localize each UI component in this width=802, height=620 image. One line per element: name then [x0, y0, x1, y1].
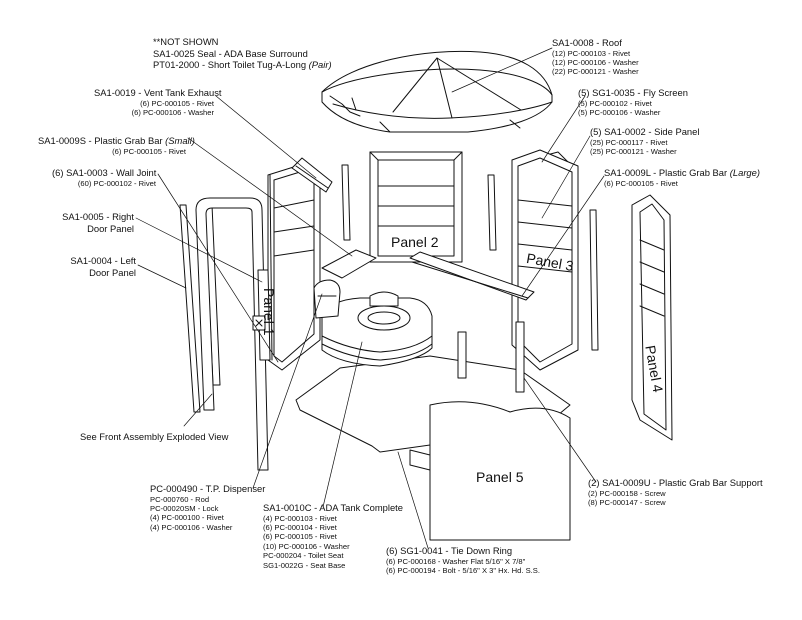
panel-1-label: Panel 1 — [261, 288, 277, 336]
callout-line: (5) PC-000102 - Rivet — [578, 98, 652, 108]
callout-title-2: Door Panel — [89, 266, 136, 278]
not-shown-heading: **NOT SHOWN — [153, 36, 219, 47]
small-grab-bar-drawing — [321, 249, 377, 279]
callout-title: (5) SA1-0002 - Side Panel — [590, 126, 700, 137]
callout-line: (4) PC-000106 - Washer — [150, 522, 233, 532]
roof-drawing — [321, 50, 553, 133]
callout-line: (6) PC-000105 - Rivet — [604, 178, 678, 188]
callout-line: PC-000760 - Rod — [150, 494, 210, 504]
callout-ada-tank: SA1-0010C - ADA Tank Complete (4) PC-000… — [263, 502, 403, 570]
callout-title: (2) SA1-0009U - Plastic Grab Bar Support — [588, 477, 763, 488]
callout-title: (5) SG1-0035 - Fly Screen — [578, 87, 688, 98]
callout-line: (4) PC-000103 - Rivet — [263, 513, 337, 523]
callout-tie-down-ring: (6) SG1-0041 - Tie Down Ring (6) PC-0001… — [386, 545, 540, 575]
callout-line: (25) PC-000117 - Rivet — [590, 137, 668, 147]
panel-4-drawing — [631, 194, 673, 441]
callout-line: (10) PC-000106 - Washer — [263, 541, 350, 551]
callout-line: (8) PC-000147 - Screw — [588, 498, 666, 507]
not-shown-item: SA1-0025 Seal - ADA Base Surround — [153, 47, 308, 59]
callout-roof: SA1-0008 - Roof (12) PC-000103 - Rivet (… — [552, 37, 639, 77]
callout-title: See Front Assembly Exploded View — [80, 431, 229, 442]
panel-2-drawing — [369, 151, 463, 263]
callout-grab-bar-large: SA1-0009L - Plastic Grab Bar (Large) (6)… — [604, 167, 760, 188]
callout-title: PC-000490 - T.P. Dispenser — [150, 483, 266, 494]
callout-title: SA1-0019 - Vent Tank Exhaust — [94, 87, 222, 98]
leader-lines — [135, 47, 605, 549]
panel-2-label: Panel 2 — [391, 234, 439, 250]
callout-line: PC-000204 - Toilet Seat — [263, 551, 344, 561]
callout-line: (6) PC-000105 - Rivet — [140, 98, 214, 108]
callout-line: (12) PC-000106 - Washer — [552, 58, 639, 67]
large-grab-bar-drawing — [409, 251, 535, 301]
callout-line: (6) PC-000104 - Rivet — [263, 523, 337, 532]
callout-line: PC-00020SM - Lock — [150, 504, 219, 513]
callout-line: (6) PC-000168 - Washer Flat 5/16" X 7/8" — [386, 556, 526, 566]
callout-title: SA1-0005 - Right — [62, 211, 134, 222]
door-frame-drawing — [195, 197, 271, 471]
callout-grab-bar-support: (2) SA1-0009U - Plastic Grab Bar Support… — [588, 477, 763, 507]
panel-5-drawing — [409, 401, 571, 541]
callout-title: SA1-0009S - Plastic Grab Bar (Small) — [38, 135, 195, 146]
callout-line: (4) PC-000100 - Rivet — [150, 513, 224, 523]
not-shown-item: PT01-2000 - Short Toilet Tug-A-Long (Pai… — [153, 59, 332, 71]
callout-fly-screen: (5) SG1-0035 - Fly Screen (5) PC-000102 … — [578, 87, 688, 117]
panel-1-drawing — [267, 164, 321, 371]
callout-side-panel: (5) SA1-0002 - Side Panel (25) PC-000117… — [590, 126, 699, 156]
callout-grab-bar-small: SA1-0009S - Plastic Grab Bar (Small) (6)… — [38, 135, 195, 156]
wall-joint-drawings — [179, 164, 599, 413]
callout-line: (12) PC-000103 - Rivet — [552, 48, 631, 58]
panel-5-label: Panel 5 — [476, 469, 524, 485]
callout-line: (6) PC-000194 - Bolt - 5/16" X 3" Hx. Hd… — [386, 566, 540, 575]
callout-line: (2) PC-000158 - Screw — [588, 488, 666, 498]
callout-title: SA1-0009L - Plastic Grab Bar (Large) — [604, 167, 760, 178]
panel-3-drawing — [511, 149, 579, 371]
callout-vent-exhaust: SA1-0019 - Vent Tank Exhaust (6) PC-0001… — [94, 87, 222, 117]
callout-tp-dispenser: PC-000490 - T.P. Dispenser PC-000760 - R… — [150, 483, 265, 532]
callout-line: (6) PC-000106 - Washer — [131, 108, 214, 117]
callout-left-door-panel: SA1-0004 - Left Door Panel — [62, 255, 136, 278]
callout-line: (25) PC-000121 - Washer — [590, 147, 677, 156]
callout-right-door-panel: SA1-0005 - Right Door Panel — [60, 211, 134, 234]
callout-line: (6) PC-000105 - Rivet — [263, 532, 337, 542]
callout-line: (6) PC-000105 - Rivet — [112, 146, 186, 156]
callout-title: (6) SA1-0003 - Wall Joint — [52, 167, 157, 178]
callout-line: (22) PC-000121 - Washer — [552, 67, 639, 77]
callout-front-assembly: See Front Assembly Exploded View — [80, 431, 228, 443]
tank-drawing — [321, 291, 433, 367]
callout-line: (5) PC-000106 - Washer — [578, 108, 661, 117]
callout-title: SA1-0004 - Left — [70, 255, 136, 266]
callout-wall-joint: (6) SA1-0003 - Wall Joint (60) PC-000102… — [52, 167, 156, 188]
callout-title: SA1-0008 - Roof — [552, 37, 622, 48]
grab-bar-support-drawing — [457, 321, 525, 393]
callout-line: SG1-0022G - Seat Base — [263, 560, 346, 570]
not-shown-note: **NOT SHOWN SA1-0025 Seal - ADA Base Sur… — [153, 36, 332, 71]
callout-title: SA1-0010C - ADA Tank Complete — [263, 502, 404, 513]
callout-title-2: Door Panel — [87, 222, 134, 234]
callout-line: (60) PC-000102 - Rivet — [77, 178, 156, 188]
callout-title: (6) SG1-0041 - Tie Down Ring — [386, 545, 513, 556]
tp-dispenser-drawing — [313, 279, 341, 319]
